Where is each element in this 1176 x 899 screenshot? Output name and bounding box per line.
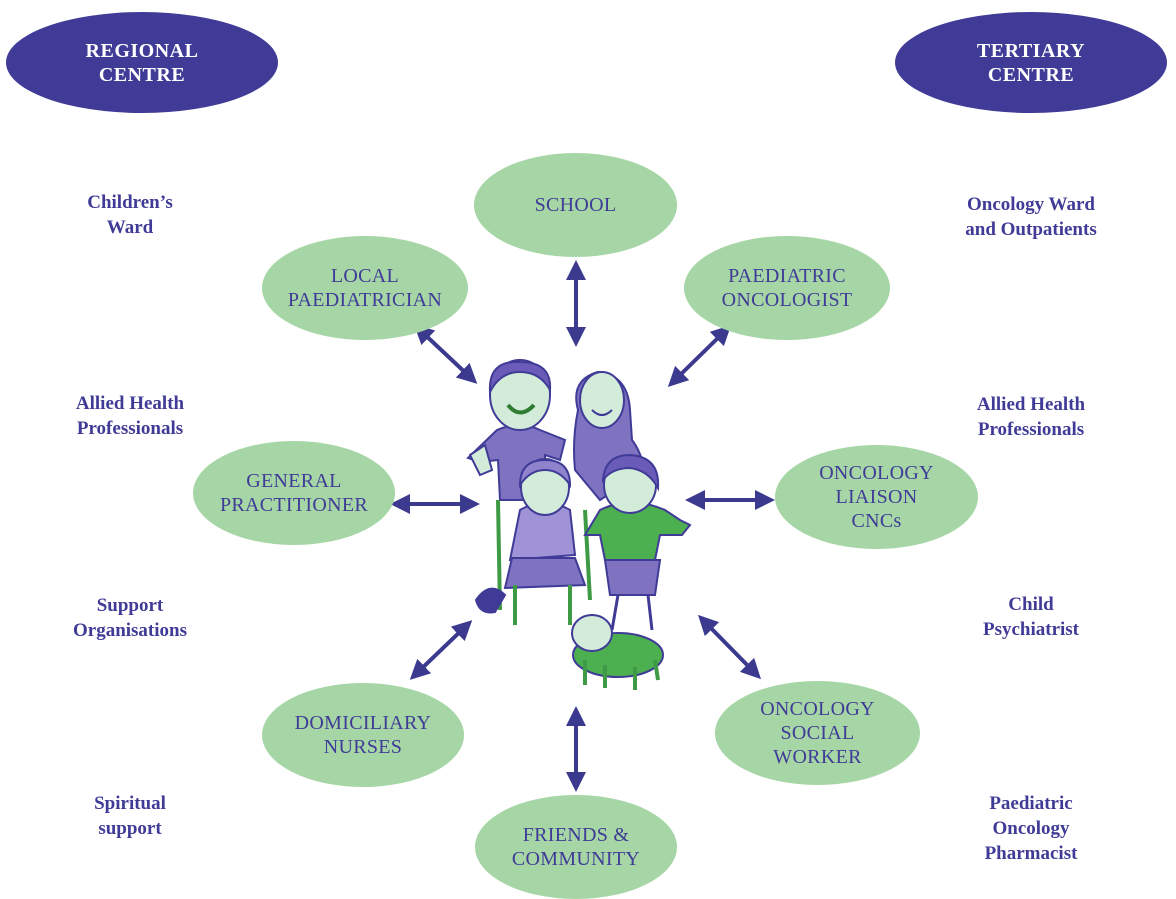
right-label-allied-health: Allied Health Professionals bbox=[976, 394, 1086, 440]
node-oncology-liaison-cncs: ONCOLOGY LIAISON CNCs bbox=[775, 445, 978, 549]
connector-arrows bbox=[390, 260, 775, 792]
arrow-oncology-social-worker bbox=[698, 614, 761, 680]
node-paediatric-oncologist: PAEDIATRIC ONCOLOGIST bbox=[684, 236, 890, 340]
family-drawing bbox=[466, 359, 692, 690]
node-local-paediatrician: LOCAL PAEDIATRICIAN bbox=[262, 236, 468, 340]
node-general-practitioner: GENERAL PRACTITIONER bbox=[193, 441, 395, 545]
node-school: SCHOOL bbox=[474, 153, 677, 257]
left-label-allied-health: Allied Health Professionals bbox=[75, 393, 185, 439]
arrow-paediatric-oncologist bbox=[667, 325, 732, 387]
regional-centre-header: REGIONAL CENTRE bbox=[6, 12, 278, 113]
arrow-local-paediatrician bbox=[413, 324, 478, 384]
left-label-support-orgs: Support Organisations bbox=[72, 595, 188, 641]
tertiary-centre-header: TERTIARY CENTRE bbox=[895, 12, 1167, 113]
right-label-oncology-ward: Oncology Ward and Outpatients bbox=[965, 194, 1097, 240]
left-label-childrens-ward: Children’s Ward bbox=[87, 192, 173, 238]
left-label-spiritual: Spiritual support bbox=[94, 793, 166, 839]
arrow-domiciliary-nurses bbox=[409, 620, 473, 680]
node-oncology-social-worker: ONCOLOGY SOCIAL WORKER bbox=[715, 681, 920, 785]
node-domiciliary-nurses: DOMICILIARY NURSES bbox=[262, 683, 464, 787]
node-friends-community: FRIENDS & COMMUNITY bbox=[475, 795, 677, 899]
right-label-child-psychiatrist: Child Psychiatrist bbox=[982, 594, 1080, 640]
right-label-pharmacist: Paediatric Oncology Pharmacist bbox=[984, 793, 1078, 864]
